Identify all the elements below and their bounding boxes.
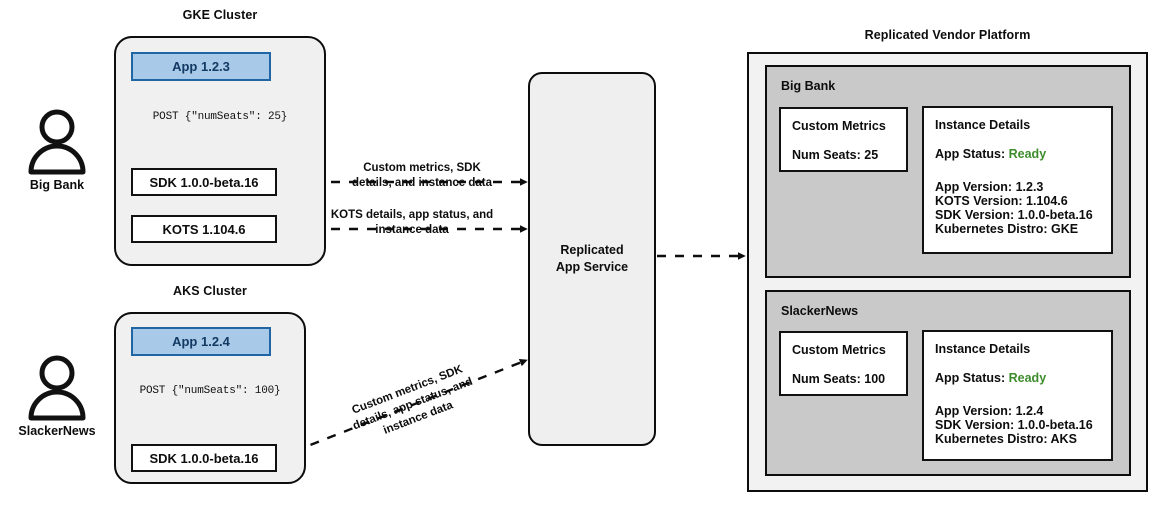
service-line-2: App Service: [555, 260, 629, 274]
gke-sdk-box[interactable]: SDK 1.0.0-beta.16: [131, 168, 277, 196]
gke-cluster-title: GKE Cluster: [182, 8, 258, 22]
edge-label-sdk-to-service: Custom metrics, SDK details, and instanc…: [332, 161, 512, 191]
detail-line: App Version: 1.2.3: [935, 180, 1044, 194]
edge-label-line: details, and instance data: [352, 177, 492, 189]
app-status-label: App Status:: [935, 147, 1006, 161]
person-icon: [28, 355, 86, 421]
instance-details-lines-big-bank: App Version: 1.2.3 KOTS Version: 1.104.6…: [935, 180, 1093, 236]
person-icon: [28, 109, 86, 175]
actor-label-big-bank: Big Bank: [29, 178, 85, 192]
status-badge: Ready: [1008, 371, 1047, 385]
custom-metrics-panel-slackernews: Custom Metrics Num Seats: 100: [779, 331, 908, 396]
aks-sdk-box[interactable]: SDK 1.0.0-beta.16: [131, 444, 277, 472]
replicated-app-service-box[interactable]: Replicated App Service: [528, 72, 656, 446]
aks-app-box[interactable]: App 1.2.4: [131, 327, 271, 356]
aks-post-label: POST {"numSeats": 100}: [139, 385, 281, 397]
aks-cluster-title: AKS Cluster: [172, 284, 248, 298]
custom-metrics-value: Num Seats: 100: [792, 372, 886, 386]
instance-details-panel-big-bank: Instance Details App Status: Ready App V…: [922, 106, 1113, 254]
detail-line: SDK Version: 1.0.0-beta.16: [935, 418, 1093, 432]
app-status-label: App Status:: [935, 371, 1006, 385]
gke-kots-box[interactable]: KOTS 1.104.6: [131, 215, 277, 243]
gke-post-label: POST {"numSeats": 25}: [152, 111, 288, 123]
detail-line: App Version: 1.2.4: [935, 404, 1044, 418]
custom-metrics-heading: Custom Metrics: [792, 119, 886, 133]
app-status-row: App Status: Ready: [935, 147, 1046, 161]
instance-details-heading: Instance Details: [935, 118, 1031, 132]
service-line-1: Replicated: [560, 243, 624, 257]
edge-label-aks-sdk-to-service: Custom metrics, SDK details, app status,…: [321, 351, 505, 458]
edge-label-line: Custom metrics, SDK: [363, 162, 481, 174]
edge-label-line: instance data: [375, 224, 449, 236]
app-status-row: App Status: Ready: [935, 371, 1046, 385]
detail-line: Kubernetes Distro: GKE: [935, 222, 1079, 236]
tenant-name-big-bank: Big Bank: [781, 79, 836, 93]
gke-app-box[interactable]: App 1.2.3: [131, 52, 271, 81]
edge-label-line: KOTS details, app status, and: [330, 209, 494, 221]
status-badge: Ready: [1008, 147, 1047, 161]
detail-line: Kubernetes Distro: AKS: [935, 432, 1077, 446]
detail-line: KOTS Version: 1.104.6: [935, 194, 1068, 208]
detail-line: SDK Version: 1.0.0-beta.16: [935, 208, 1093, 222]
platform-title: Replicated Vendor Platform: [864, 28, 1031, 42]
custom-metrics-panel-big-bank: Custom Metrics Num Seats: 25: [779, 107, 908, 172]
custom-metrics-heading: Custom Metrics: [792, 343, 886, 357]
actor-label-slackernews: SlackerNews: [18, 424, 96, 438]
tenant-name-slackernews: SlackerNews: [781, 304, 859, 318]
instance-details-lines-slackernews: App Version: 1.2.4 SDK Version: 1.0.0-be…: [935, 404, 1093, 446]
instance-details-panel-slackernews: Instance Details App Status: Ready App V…: [922, 330, 1113, 461]
instance-details-heading: Instance Details: [935, 342, 1031, 356]
custom-metrics-value: Num Seats: 25: [792, 148, 879, 162]
edge-label-kots-to-service: KOTS details, app status, and instance d…: [312, 208, 512, 238]
